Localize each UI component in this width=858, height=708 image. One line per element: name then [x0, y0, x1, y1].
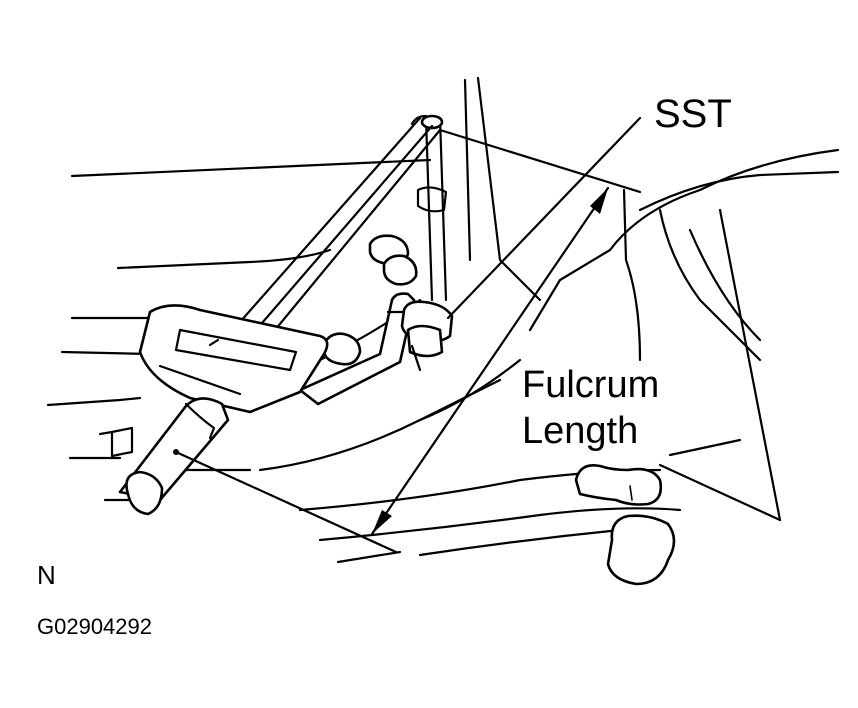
- view-letter-label: N: [37, 560, 56, 590]
- fulcrum-length-label: Fulcrum Length: [522, 362, 659, 454]
- nut-components: [322, 234, 418, 366]
- fulcrum-label-line1: Fulcrum: [522, 364, 660, 406]
- fulcrum-length-dimension: [174, 186, 610, 554]
- handle-grip: [118, 397, 230, 516]
- handle-plate: [138, 304, 329, 414]
- left-block: [98, 426, 134, 458]
- sst-shaft: [416, 114, 448, 302]
- figure-id-label: G02904292: [37, 614, 152, 639]
- sst-label: SST: [654, 92, 732, 136]
- sst-leader-line: [446, 116, 642, 320]
- fulcrum-label-line2: Length: [522, 410, 639, 452]
- lower-right-components: [574, 464, 676, 586]
- lever-arm: [238, 114, 442, 338]
- body-panel-lines: [46, 76, 840, 564]
- bracket-clamp: [298, 292, 454, 406]
